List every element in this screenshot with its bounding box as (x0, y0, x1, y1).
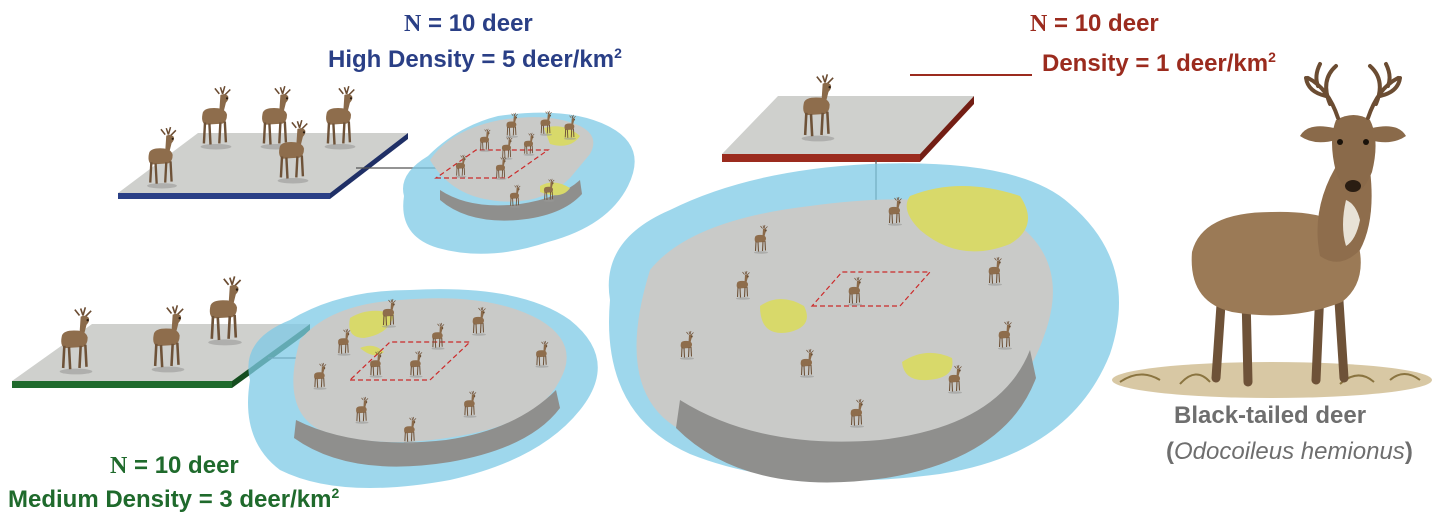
density-exponent: 2 (1268, 49, 1276, 65)
scientific-name-text: Odocoileus hemionus (1174, 438, 1405, 465)
n-value: = 10 deer (127, 452, 238, 479)
high-density-plot (118, 86, 408, 199)
n-symbol: N (110, 453, 127, 479)
density-text: High Density = 5 deer/km (328, 46, 614, 73)
medium-density-label: Medium Density = 3 deer/km2 (8, 486, 339, 512)
low-density-plot (722, 74, 974, 162)
n-symbol: N (1030, 11, 1047, 37)
medium-density-n-label: N = 10 deer (110, 454, 239, 478)
species-common-name: Black-tailed deer (1174, 404, 1366, 428)
blank-qualifier-line (910, 52, 1032, 76)
high-density-n-label: N = 10 deer (404, 12, 533, 36)
density-text: Density = 1 deer/km (1042, 50, 1268, 77)
density-exponent: 2 (331, 485, 339, 501)
n-value: = 10 deer (421, 10, 532, 37)
black-tailed-deer-portrait (1112, 64, 1432, 398)
n-value: = 10 deer (1047, 10, 1158, 37)
open-paren: ( (1166, 438, 1174, 465)
large-island (609, 163, 1119, 482)
density-text: Medium Density = 3 deer/km (8, 486, 331, 513)
small-island (403, 111, 635, 254)
density-exponent: 2 (614, 45, 622, 61)
low-density-label: Density = 1 deer/km2 (910, 50, 1276, 76)
low-density-n-label: N = 10 deer (1030, 12, 1159, 36)
species-scientific-name: (Odocoileus hemionus) (1166, 440, 1413, 464)
n-symbol: N (404, 11, 421, 37)
medium-island (248, 289, 598, 488)
high-density-label: High Density = 5 deer/km2 (328, 46, 622, 72)
close-paren: ) (1405, 438, 1413, 465)
